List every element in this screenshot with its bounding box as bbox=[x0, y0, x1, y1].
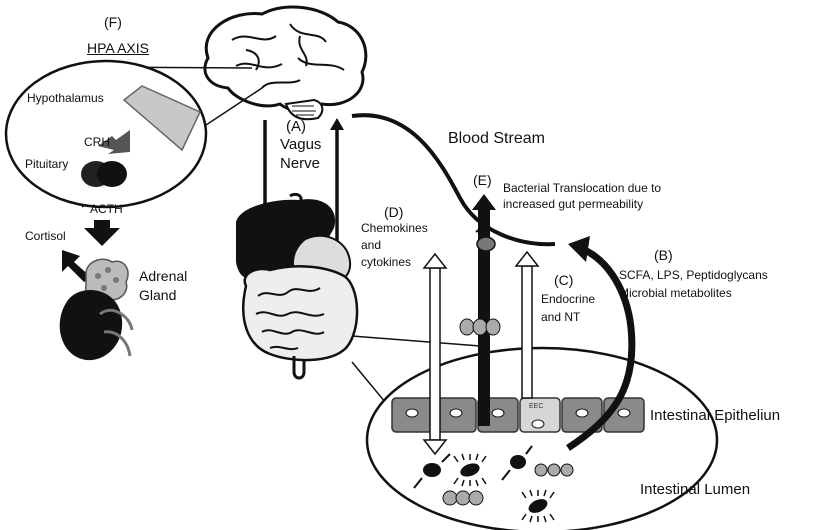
immune-label-line3: cytokines bbox=[361, 255, 412, 269]
crh-arrow bbox=[98, 130, 130, 154]
crh-label: CRH bbox=[84, 135, 110, 149]
adrenal-label-line2: Gland bbox=[139, 287, 177, 303]
epithelium-cells bbox=[391, 397, 645, 433]
translocation-arrow bbox=[472, 194, 496, 426]
blood-stream-label: Blood Stream bbox=[448, 130, 545, 147]
hypothalamus-shape bbox=[122, 85, 202, 152]
vagus-label-line1: Vagus bbox=[280, 136, 322, 153]
translocation-panel-label: (E) bbox=[473, 172, 492, 188]
hypothalamus-label: Hypothalamus bbox=[27, 91, 104, 105]
microbial-label-line1: SCFA, LPS, Peptidoglycans bbox=[619, 268, 768, 282]
vagus-panel-label: (A) bbox=[286, 118, 306, 135]
digestive-organs bbox=[236, 192, 359, 380]
endocrine-arrow bbox=[514, 250, 540, 399]
pituitary-label: Pituitary bbox=[25, 157, 69, 171]
lumen-label: Intestinal Lumen bbox=[640, 481, 751, 498]
endocrine-label-line2: and NT bbox=[541, 310, 581, 324]
acth-label: ACTH bbox=[90, 202, 123, 216]
bacteria-in-transit bbox=[459, 318, 501, 336]
brain-illustration bbox=[203, 5, 368, 121]
eec-label: EEC bbox=[529, 403, 544, 410]
epithelium-label: Intestinal Epitheliun bbox=[650, 407, 781, 424]
microbial-panel-label: (B) bbox=[654, 247, 673, 263]
chemokine-double-arrow bbox=[422, 252, 448, 456]
vagus-label-line2: Nerve bbox=[280, 155, 321, 172]
pituitary-gland bbox=[81, 161, 127, 187]
lumen-microbes bbox=[413, 445, 574, 523]
immune-label-line1: Chemokines bbox=[361, 221, 428, 235]
hpa-panel-label: (F) bbox=[104, 14, 122, 30]
cortisol-arrow bbox=[62, 250, 92, 282]
endocrine-label-line1: Endocrine bbox=[541, 292, 596, 306]
endocrine-panel-label: (C) bbox=[554, 272, 574, 288]
intestinal-panel bbox=[365, 346, 719, 530]
blood-stream-vessel bbox=[351, 113, 556, 247]
acth-arrow bbox=[84, 220, 120, 246]
translocation-label-line1: Bacterial Translocation due to bbox=[503, 181, 662, 195]
adrenal-label-line1: Adrenal bbox=[139, 268, 188, 284]
cortisol-label: Cortisol bbox=[25, 229, 66, 243]
immune-label-line2: and bbox=[361, 238, 382, 252]
immune-panel-label: (D) bbox=[384, 204, 404, 220]
hpa-axis-title: HPA AXIS bbox=[87, 40, 149, 56]
adrenal-gland-kidney bbox=[59, 258, 134, 361]
translocation-label-line2: increased gut permeability bbox=[503, 197, 644, 211]
microbial-metabolites-arrow bbox=[566, 236, 636, 451]
microbial-label-line2: Microbial metabolites bbox=[619, 286, 732, 300]
